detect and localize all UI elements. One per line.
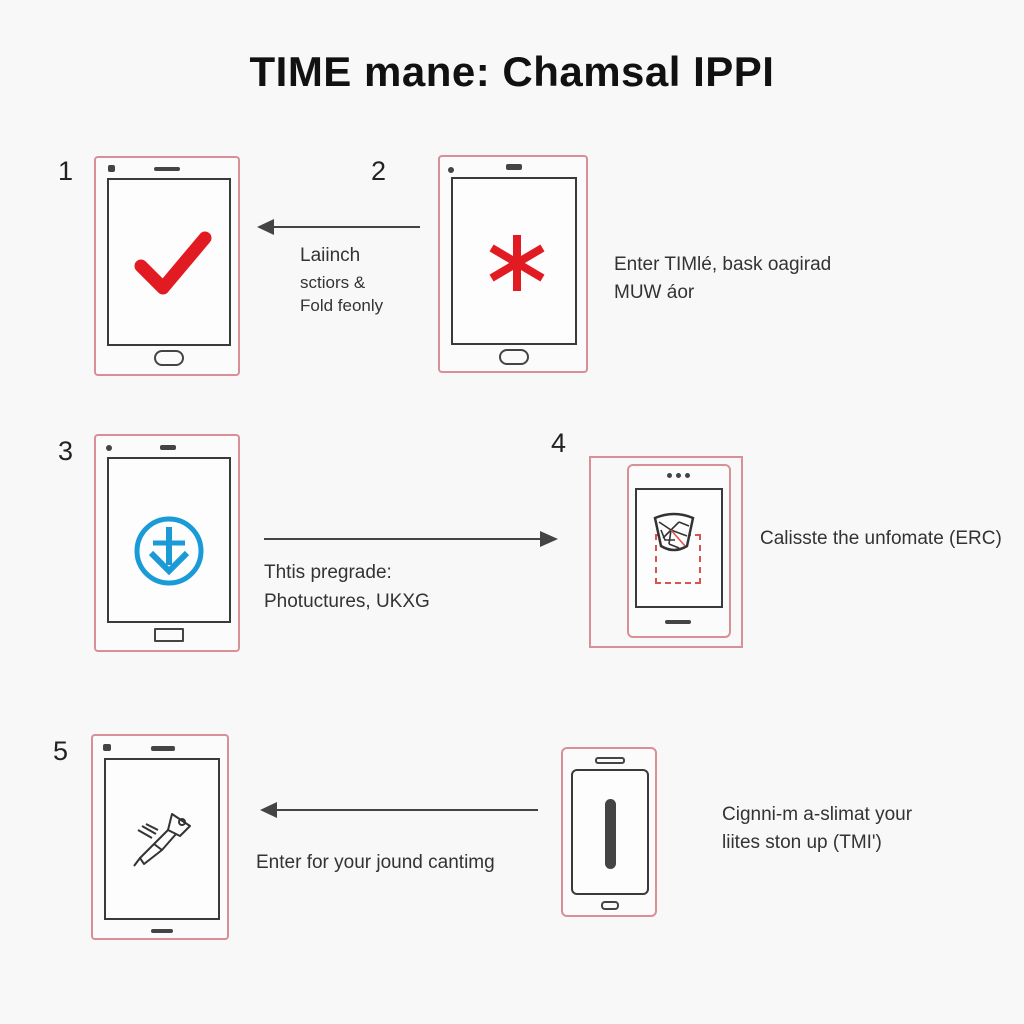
home-button	[601, 901, 619, 910]
download-arrow-icon	[134, 516, 204, 586]
step-3-arrow-label-1: Thtis pregrade:	[264, 562, 392, 583]
camera-icon	[106, 445, 112, 451]
step-2-arrow-label-3: Fold feonly	[300, 296, 384, 315]
dot-icon	[667, 473, 672, 478]
phone-screen	[451, 177, 577, 345]
step-4-phone	[627, 464, 731, 638]
asterisk-icon	[489, 235, 545, 291]
home-button	[154, 628, 184, 642]
speaker-icon	[151, 746, 175, 751]
step-6-side-text-2: liites ston up (TMI')	[722, 832, 882, 853]
arrow-line	[270, 226, 420, 228]
arrow-left-icon	[260, 802, 277, 818]
arrow-line	[264, 538, 544, 540]
step-4-side-text-1: Calisste the unfomate (ERC)	[760, 528, 1002, 549]
step-4-frame	[589, 456, 743, 648]
arrow-left-icon	[257, 219, 274, 235]
step-2-arrow-label-1: Laiinch	[300, 245, 361, 266]
step-5-phone	[91, 734, 229, 940]
step-1-phone	[94, 156, 240, 376]
speaker-icon	[160, 445, 176, 450]
step-3-number: 3	[58, 436, 74, 466]
step-6-phone	[561, 747, 657, 917]
progress-bar-icon	[605, 799, 616, 869]
home-bar	[151, 929, 173, 933]
home-button	[154, 350, 184, 366]
step-3-phone	[94, 434, 240, 652]
checkmark-icon	[134, 231, 212, 295]
step-2-number: 2	[371, 156, 387, 186]
speaker-icon	[154, 167, 180, 171]
step-2-phone	[438, 155, 588, 373]
arrow-right-icon	[540, 531, 558, 547]
dot-icon	[676, 473, 681, 478]
speaker-icon	[665, 620, 691, 624]
step-5-number: 5	[53, 736, 69, 766]
dot-icon	[685, 473, 690, 478]
speaker-icon	[506, 164, 522, 170]
phone-screen	[635, 488, 723, 608]
phone-screen	[104, 758, 220, 920]
speaker-icon	[595, 757, 625, 764]
phone-screen	[571, 769, 649, 895]
step-2-side-text-2: MUW áor	[614, 282, 695, 303]
step-4-number: 4	[551, 428, 567, 458]
cracked-screen-icon	[653, 512, 695, 552]
step-1-number: 1	[58, 156, 74, 186]
camera-icon	[103, 744, 111, 751]
step-3-arrow-label-2: Photuctures, UKXG	[264, 591, 430, 612]
phone-screen	[107, 457, 231, 623]
arrow-line	[272, 809, 538, 811]
home-button	[499, 349, 529, 365]
phone-screen	[107, 178, 231, 346]
step-2-side-text-1: Enter TIMlé, bask oagirad	[614, 254, 832, 275]
step-2-arrow-label-2: sctiors &	[300, 273, 366, 292]
tool-icon	[133, 813, 191, 867]
step-5-arrow-label-1: Enter for your jound cantimg	[256, 852, 495, 873]
step-6-side-text-1: Cignni-m a-slimat your	[722, 804, 913, 825]
page-title: TIME mane: Chamsal IPPI	[249, 48, 775, 95]
camera-icon	[448, 167, 454, 173]
camera-icon	[108, 165, 115, 172]
